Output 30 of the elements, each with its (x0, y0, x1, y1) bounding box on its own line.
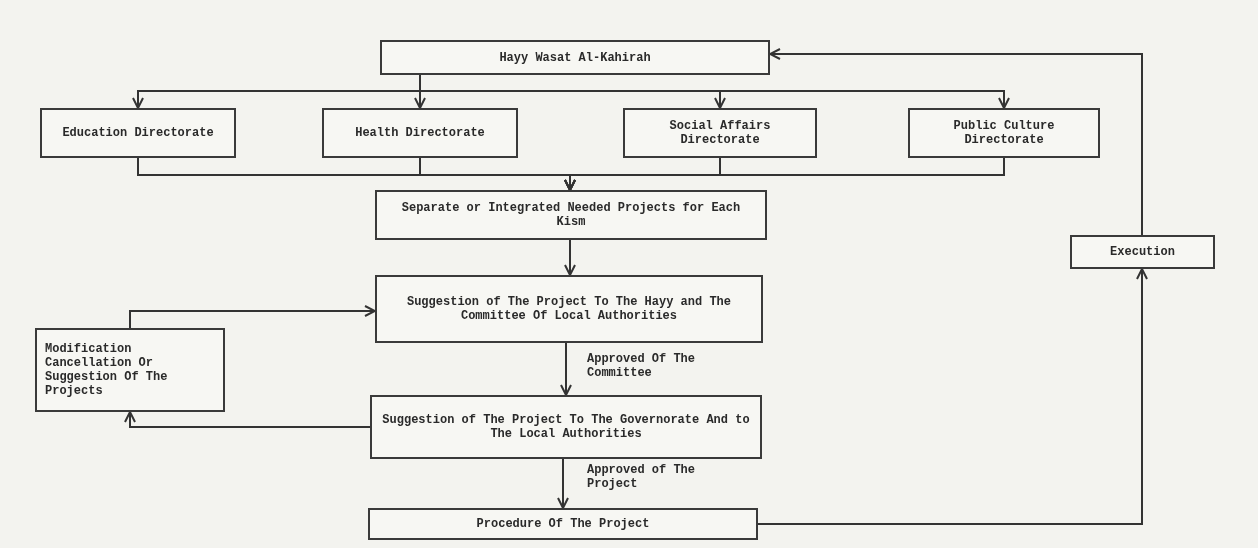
arrow (557, 458, 569, 509)
arrow (129, 305, 376, 329)
process-box (370, 395, 762, 459)
process-box (375, 190, 767, 240)
process-box (1070, 235, 1215, 269)
box-text: Modification Cancellation Or Suggestion Of The Projects (45, 342, 169, 398)
process-box (40, 108, 236, 158)
box-text: Health Directorate (355, 126, 485, 140)
arrow (560, 342, 572, 396)
process-box (35, 328, 225, 412)
process-box (380, 40, 770, 75)
box-text: Execution (1110, 245, 1175, 259)
arrow (124, 411, 371, 428)
process-box (623, 108, 817, 158)
box-text: Separate or Integrated Needed Projects for Each Kism (400, 201, 742, 229)
box-text: Procedure Of The Project (476, 517, 650, 531)
box-text: Social Affairs Directorate (668, 119, 772, 147)
arrow (769, 48, 1143, 236)
process-box (908, 108, 1100, 158)
arrow (564, 239, 576, 276)
box-text: Suggestion of The Project To The Governorate And to The Local Authorities (381, 413, 751, 441)
box-text: Suggestion of The Project To The Hayy and The Committee Of Local Authorities (405, 295, 733, 323)
process-box (322, 108, 518, 158)
arrow (757, 268, 1148, 525)
arrow (564, 157, 1005, 191)
box-text: Education Directorate (62, 126, 214, 140)
box-text: Hayy Wasat Al-Kahirah (499, 50, 651, 65)
process-box (368, 508, 758, 540)
process-box (375, 275, 763, 343)
box-text: Public Culture Directorate (952, 119, 1056, 147)
